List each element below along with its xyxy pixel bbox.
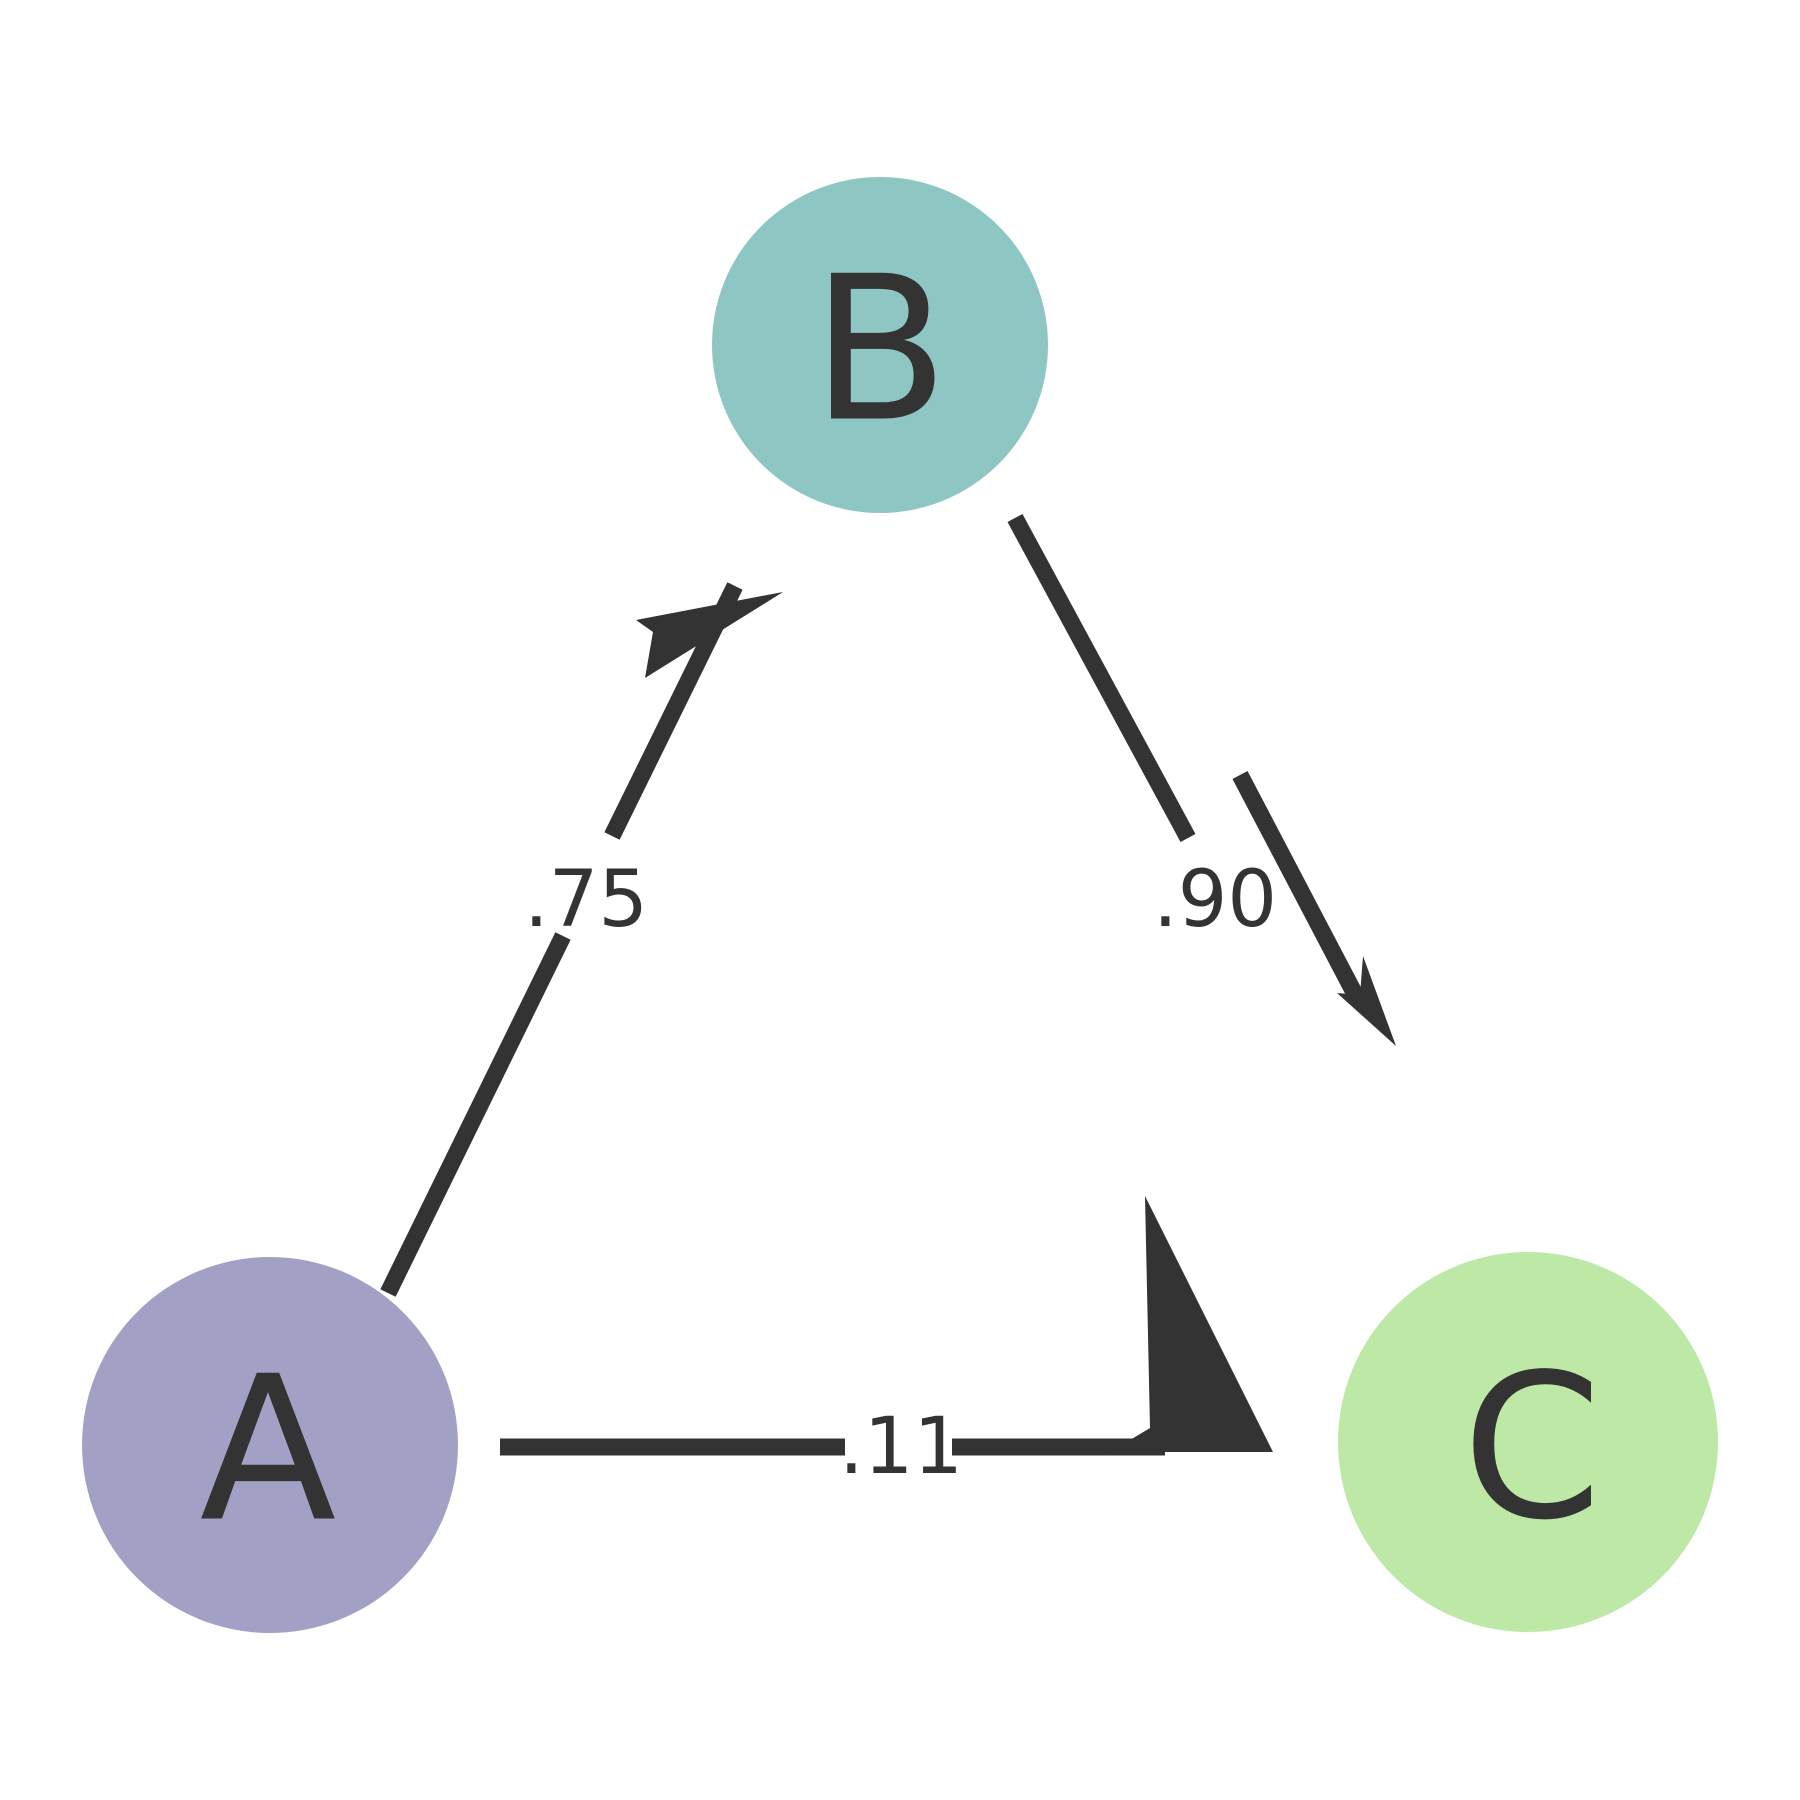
edge-a-to-c[interactable]: .11: [500, 1196, 1273, 1492]
edge-a-to-c-label: .11: [839, 1402, 963, 1492]
edge-b-to-c-line-lower: [1232, 771, 1366, 1004]
edge-a-to-b[interactable]: .75: [380, 582, 783, 1297]
node-b-circle[interactable]: [712, 177, 1048, 513]
node-c[interactable]: C: [1338, 1252, 1718, 1632]
node-b-label: B: [811, 234, 948, 467]
edge-a-to-c-arrowhead: [1110, 1196, 1273, 1452]
node-b[interactable]: B: [712, 177, 1048, 513]
node-c-circle[interactable]: [1338, 1252, 1718, 1632]
node-a-circle[interactable]: [82, 1257, 458, 1633]
edge-b-to-c-label: .90: [1153, 855, 1277, 945]
node-c-label: C: [1462, 1332, 1602, 1565]
edge-b-to-c[interactable]: .90: [1007, 513, 1396, 1046]
edge-a-to-b-line-lower: [380, 932, 571, 1297]
edge-a-to-b-label: .75: [524, 855, 648, 945]
edge-a-to-b-arrowhead: [636, 592, 783, 678]
node-a-label: A: [200, 1334, 337, 1567]
edge-b-to-c-arrowhead: [1337, 956, 1396, 1046]
edge-b-to-c-line-upper: [1007, 513, 1196, 843]
node-a[interactable]: A: [82, 1257, 458, 1633]
